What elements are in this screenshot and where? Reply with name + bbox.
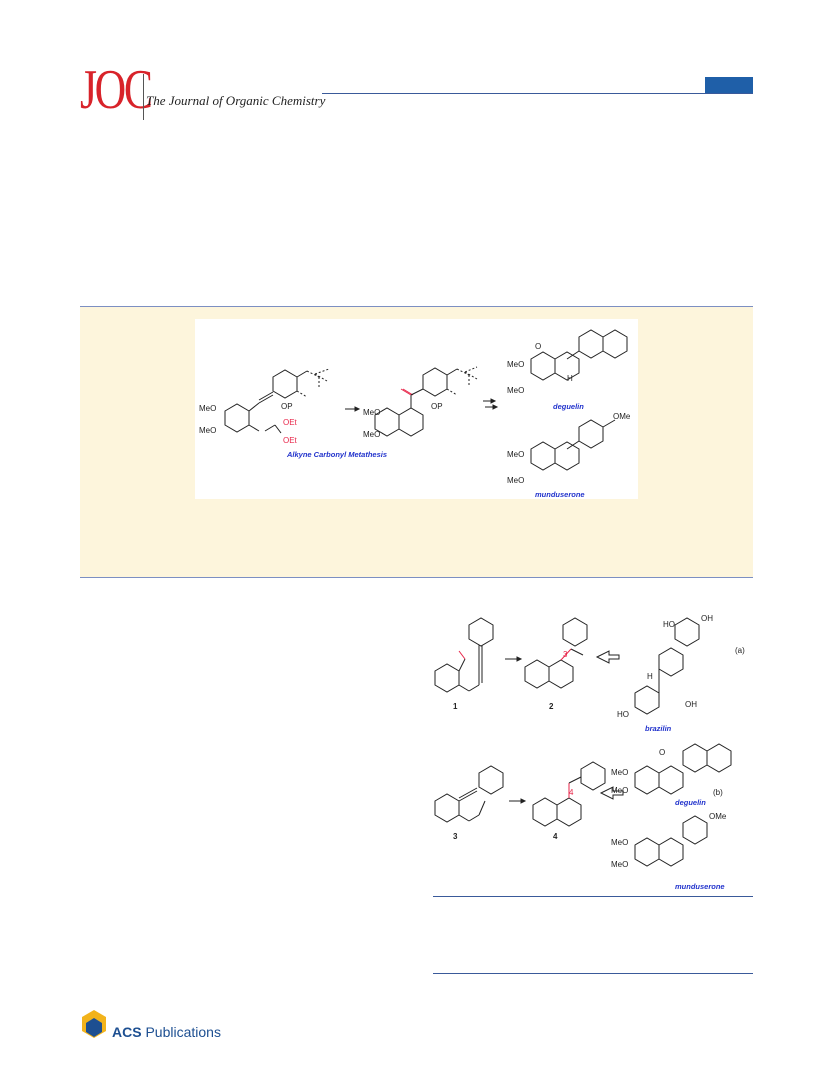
reaction-caption: Alkyne Carbonyl Metathesis <box>286 450 387 459</box>
compound-label: 2 <box>549 702 554 711</box>
label-meo: MeO <box>611 860 628 869</box>
abstract-graphic-panel: MeO MeO OEt OEt OP OP MeO MeO Alkyne Car… <box>80 306 753 578</box>
label-op: OP <box>281 402 293 411</box>
compound-name-deguelin: deguelin <box>675 798 706 807</box>
toc-graphic: MeO MeO OEt OEt OP OP MeO MeO Alkyne Car… <box>195 319 638 499</box>
label-ome: OMe <box>613 412 631 421</box>
label-meo: MeO <box>611 768 628 777</box>
label-h: H <box>647 672 653 681</box>
label-meo: MeO <box>507 360 524 369</box>
header-rule <box>322 93 753 94</box>
acs-hexagon-icon <box>82 1010 106 1038</box>
label-oh: OH <box>701 614 713 623</box>
label-meo: MeO <box>199 404 216 413</box>
label-o: O <box>659 748 665 757</box>
label-ho: HO <box>617 710 629 719</box>
article-type-tab <box>705 77 753 93</box>
journal-name[interactable]: The Journal of Organic Chemistry <box>146 93 326 108</box>
compound-label: 1 <box>453 702 458 711</box>
label-meo: MeO <box>363 430 380 439</box>
label-ho: HO <box>663 620 675 629</box>
label-oh: OH <box>685 700 697 709</box>
compound-name-brazilin: brazilin <box>645 724 672 733</box>
label-meo: MeO <box>507 476 524 485</box>
label-ome: OMe <box>709 812 727 821</box>
position-label: 4 <box>569 788 574 797</box>
compound-name-deguelin: deguelin <box>553 402 584 411</box>
label-meo: MeO <box>611 838 628 847</box>
label-oet: OEt <box>283 436 298 445</box>
scheme-figure: 1 2 3 4 3 4 (a) (b) HO OH HO OH H brazil… <box>434 614 745 891</box>
label-meo: MeO <box>199 426 216 435</box>
figure-caption-rule-bottom <box>433 973 753 974</box>
compound-label: 3 <box>453 832 458 841</box>
publisher-name: ACS Publications <box>112 1024 221 1040</box>
compound-name-munduserone: munduserone <box>535 490 585 499</box>
label-meo: MeO <box>363 408 380 417</box>
position-label: 3 <box>563 650 568 659</box>
label-o: O <box>535 342 541 351</box>
label-meo: MeO <box>611 786 628 795</box>
label-meo: MeO <box>507 450 524 459</box>
label-h: H <box>567 374 573 383</box>
journal-header: JOC The Journal of Organic Chemistry <box>0 0 833 130</box>
part-label: (b) <box>713 788 723 797</box>
journal-logo[interactable]: JOC <box>80 59 153 121</box>
publisher-logo[interactable]: ACS Publications <box>80 1008 221 1048</box>
figure-caption-rule-top <box>433 896 753 897</box>
publisher-name-acs: ACS <box>112 1024 142 1040</box>
compound-label: 4 <box>553 832 558 841</box>
compound-name-munduserone: munduserone <box>675 882 725 891</box>
label-oet: OEt <box>283 418 298 427</box>
publisher-name-publications: Publications <box>145 1024 221 1040</box>
label-meo: MeO <box>507 386 524 395</box>
label-op: OP <box>431 402 443 411</box>
logo-divider <box>143 74 144 120</box>
part-label: (a) <box>735 646 745 655</box>
